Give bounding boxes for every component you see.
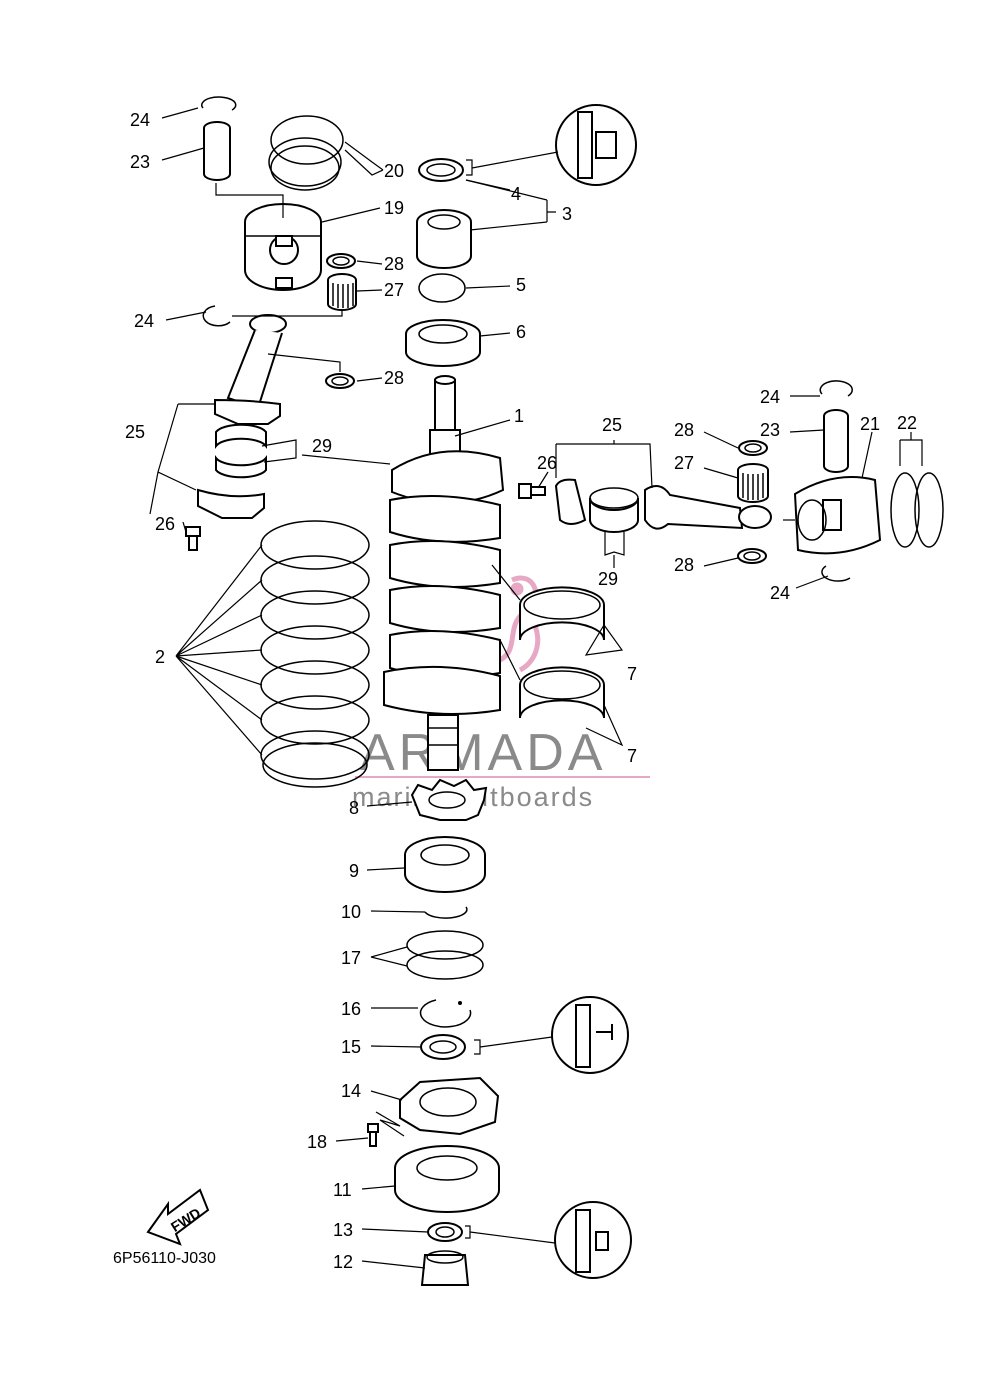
bolt-18 (367, 1123, 379, 1147)
piston-right (793, 476, 882, 555)
callout-13: 13 (333, 1220, 353, 1240)
o-rings-17 (406, 930, 484, 980)
bearing-3 (416, 209, 472, 269)
bearing-halves-left (215, 423, 267, 479)
callout-5: 5 (516, 275, 526, 295)
callout-labels: 24 23 20 19 28 27 24 28 25 29 26 2 4 3 5… (125, 110, 917, 1272)
callout-26: 26 (537, 453, 557, 473)
bearing-11 (394, 1145, 500, 1213)
detail-inset-top (466, 104, 637, 186)
callout-28: 28 (384, 368, 404, 388)
callout-14: 14 (341, 1081, 361, 1101)
circlip-right-upper (819, 380, 853, 397)
callout-24: 24 (130, 110, 150, 130)
main-bearing-7-lower (519, 666, 605, 719)
callout-22: 22 (897, 413, 917, 433)
circlip-right-lower (821, 565, 851, 582)
o-ring-5 (418, 273, 466, 303)
bearing-halves-right (589, 487, 639, 533)
callout-11: 11 (333, 1180, 352, 1200)
thrust-washer-left-lower (325, 373, 355, 389)
snap-ring-16 (419, 999, 472, 1028)
callout-7: 7 (627, 664, 637, 684)
thrust-washer-left-upper (326, 253, 356, 269)
crankshaft (383, 375, 505, 771)
fwd-arrow-icon: FWD (146, 1188, 210, 1246)
oil-seal-13 (427, 1222, 463, 1242)
callout-2: 2 (155, 647, 165, 667)
thrust-washer-right-upper (738, 440, 768, 456)
bearing-housing-14 (399, 1076, 500, 1136)
needle-bearing-right (737, 463, 769, 503)
piston-pin-left (203, 121, 231, 181)
drive-gear-8 (410, 778, 488, 821)
piston-rings-left (268, 115, 344, 191)
thrust-washer-right-lower (737, 548, 767, 564)
diagram-code: 6P56110-J030 (113, 1250, 216, 1267)
watermark-brand: ARMADA (360, 724, 606, 782)
callout-19: 19 (384, 198, 404, 218)
callout-4: 4 (511, 184, 521, 204)
callout-29: 29 (598, 569, 618, 589)
callout-6: 6 (516, 322, 526, 342)
rod-bolt-left (185, 526, 201, 551)
callout-28: 28 (674, 420, 694, 440)
callout-16: 16 (341, 999, 361, 1019)
circlip-top-left (201, 96, 237, 111)
callout-12: 12 (333, 1252, 353, 1272)
circlip-10 (424, 906, 468, 919)
main-bearing-7-upper (519, 586, 605, 641)
callout-15: 15 (341, 1037, 361, 1057)
callout-26: 26 (155, 514, 175, 534)
callout-24: 24 (760, 387, 780, 407)
piston-ring-stack (260, 520, 370, 788)
callout-1: 1 (514, 406, 524, 426)
callout-28: 28 (674, 555, 694, 575)
callout-20: 20 (384, 161, 404, 181)
oil-seal-15 (420, 1034, 466, 1060)
connecting-rod-left (214, 314, 287, 425)
callout-7: 7 (627, 746, 637, 766)
callout-8: 8 (349, 798, 359, 818)
oil-seal-4 (418, 158, 464, 182)
callout-9: 9 (349, 861, 359, 881)
rod-bolt-right (518, 483, 546, 499)
callout-21: 21 (860, 414, 880, 434)
piston-rings-right (890, 472, 944, 548)
connecting-rod-right (554, 478, 772, 530)
piston-left (244, 203, 322, 291)
callout-23: 23 (760, 420, 780, 440)
callout-28: 28 (384, 254, 404, 274)
leader-lines (149, 107, 923, 1269)
needle-bearing-left (327, 273, 357, 311)
callout-29: 29 (312, 436, 332, 456)
callout-25: 25 (125, 422, 145, 442)
callout-10: 10 (341, 902, 361, 922)
detail-inset-middle (474, 996, 629, 1074)
callout-27: 27 (384, 280, 404, 300)
callout-24: 24 (770, 583, 790, 603)
nut-12 (420, 1250, 470, 1286)
piston-pin-right (823, 409, 849, 473)
callout-17: 17 (341, 948, 361, 968)
callout-24: 24 (134, 311, 154, 331)
rod-cap-left (197, 488, 265, 519)
circlip-left-lower (202, 305, 231, 327)
callout-23: 23 (130, 152, 150, 172)
callout-25: 25 (602, 415, 622, 435)
oil-seal-6 (405, 319, 481, 367)
callout-3: 3 (562, 204, 572, 224)
callout-27: 27 (674, 453, 694, 473)
detail-inset-bottom (465, 1201, 632, 1279)
bearing-9 (404, 836, 486, 893)
callout-18: 18 (307, 1132, 327, 1152)
